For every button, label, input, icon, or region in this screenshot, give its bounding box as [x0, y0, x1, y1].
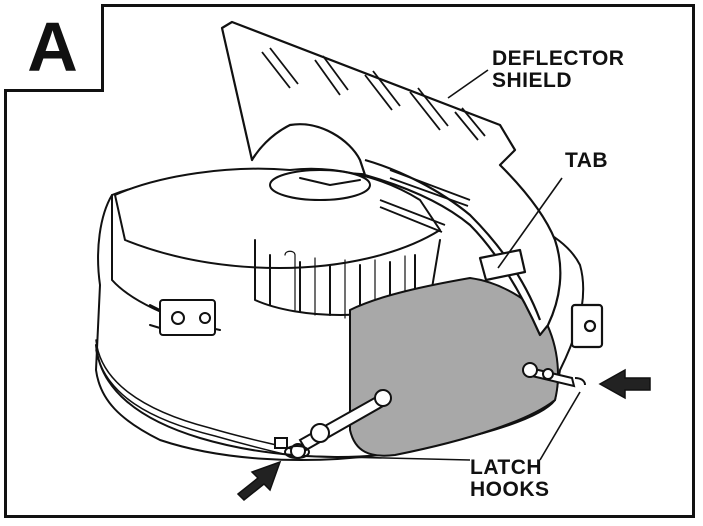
arrow-left-icon	[236, 460, 282, 502]
shaded-region	[349, 276, 559, 457]
tab-label: TAB	[565, 149, 609, 172]
latch-hooks-label: LATCH HOOKS	[470, 456, 550, 502]
latch-label-line2: HOOKS	[470, 478, 550, 502]
left-bracket	[159, 299, 216, 336]
tab-label-text: TAB	[565, 149, 609, 172]
tab-leader	[497, 177, 563, 269]
latch-leader-right	[539, 391, 581, 461]
right-bracket	[570, 303, 604, 349]
deflector-shield-label: DEFLECTOR SHIELD	[492, 47, 625, 93]
deflector-label-line2: SHIELD	[492, 69, 573, 93]
panel-label-box: A	[4, 4, 104, 92]
tab	[478, 248, 527, 282]
latch-label-line1: LATCH	[470, 456, 543, 479]
latch-leader-left	[302, 455, 471, 461]
arrow-right-icon	[598, 368, 651, 400]
deflector-label-line1: DEFLECTOR	[492, 47, 625, 70]
deflector-leader	[447, 69, 489, 99]
cable	[95, 339, 296, 451]
panel-letter: A	[27, 7, 78, 86]
